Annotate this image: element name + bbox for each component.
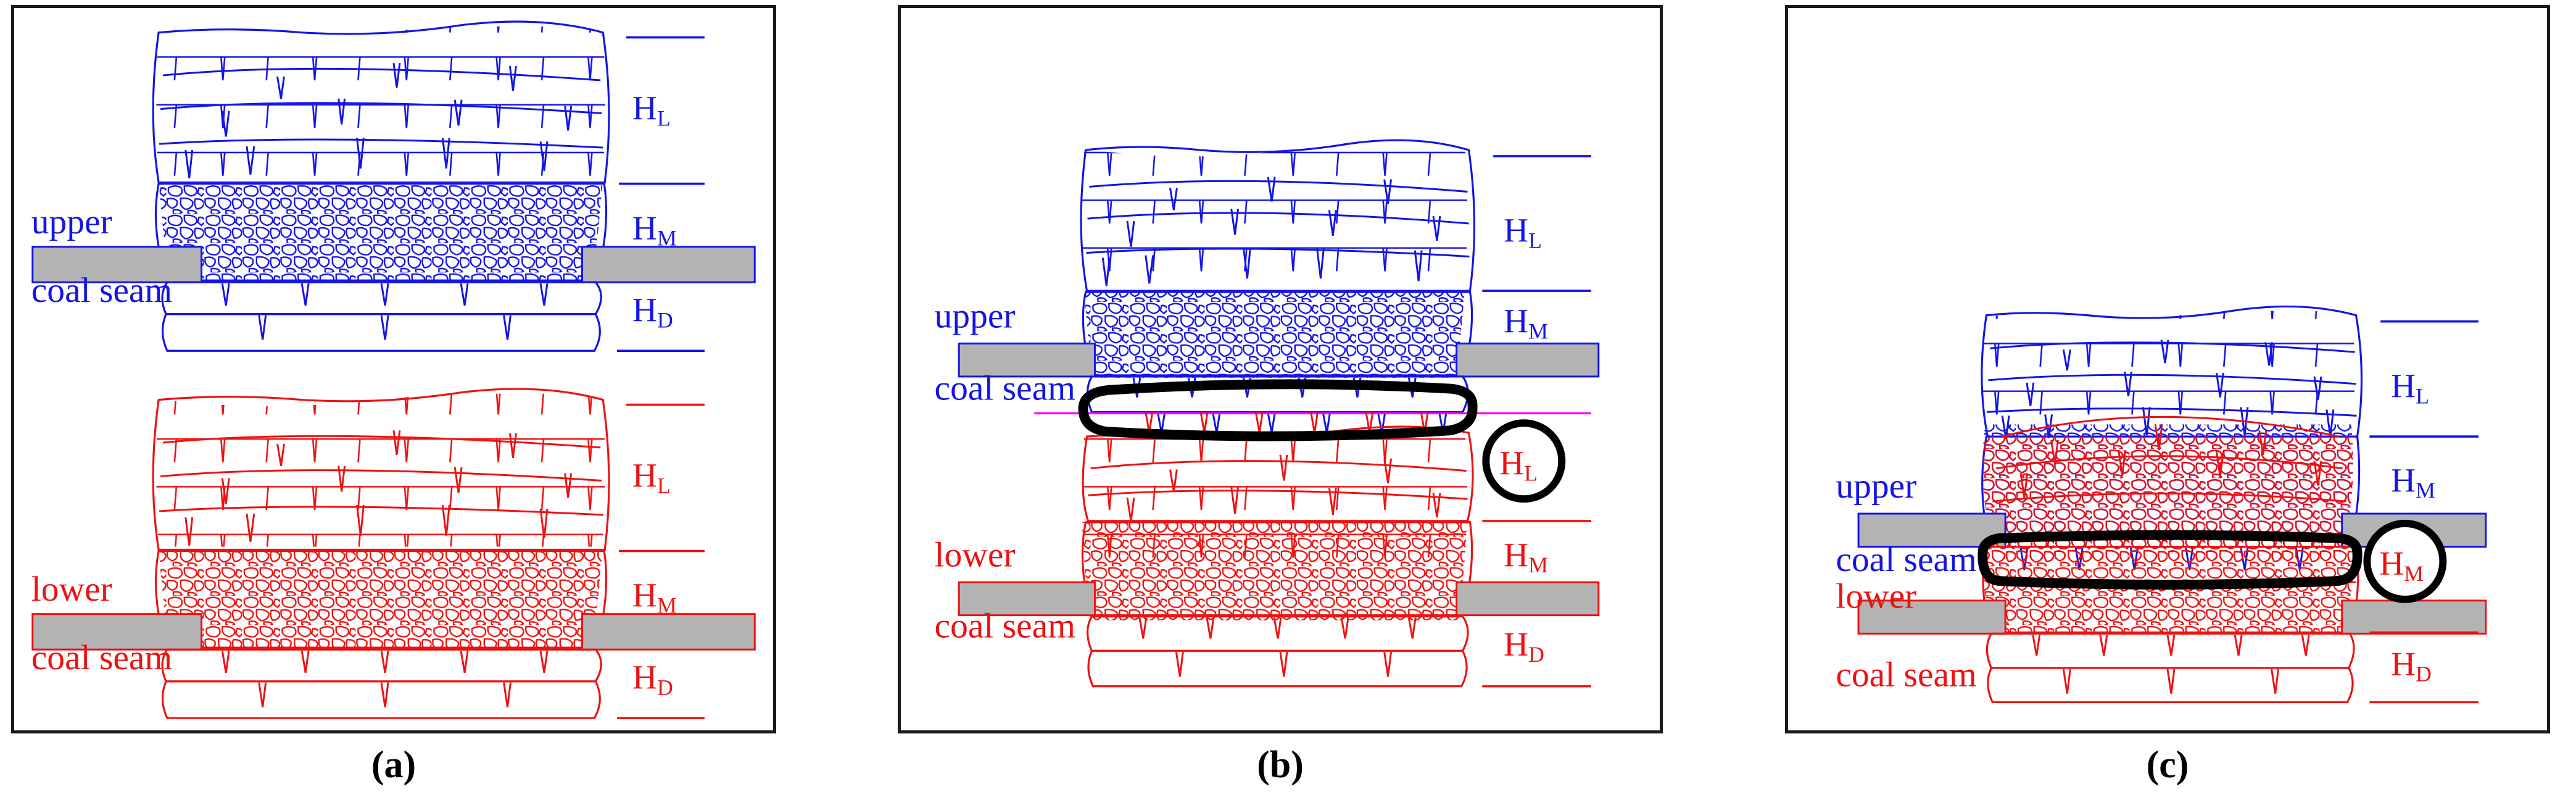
goaf-bar-left-b-upper [958, 342, 1096, 378]
goaf-bar-right-a-lower [581, 613, 756, 651]
highlight-callout-label-b: HL [1499, 445, 1538, 486]
upper-seam-strata-a [31, 20, 756, 352]
label-coal-seam-upper-a: coal seam [31, 271, 172, 310]
zone-rules-a-upper [617, 36, 705, 353]
label-coal-seam-upper-c: coal seam [1836, 540, 1976, 579]
label-coal-seam-lower-b: coal seam [935, 606, 1075, 645]
zone-label-hd-c-lower: HD [2391, 646, 2432, 687]
label-lower-a: lower [31, 570, 112, 609]
panel-b-drawing: upper coal seam lower coal seam HL HM HM… [935, 139, 1600, 688]
zone-label-hm-a-lower: HM [632, 577, 677, 618]
zone-rules-a-lower [617, 403, 705, 719]
label-upper-a: upper [31, 203, 112, 241]
panel-c-drawing: upper coal seam lower coal seam HL HM HD… [1836, 305, 2487, 704]
label-lower-b: lower [935, 535, 1016, 574]
goaf-bar-left-c-upper [1857, 512, 2007, 548]
highlight-callout-c: HM [2363, 519, 2447, 603]
goaf-bar-right-b-lower [1456, 581, 1600, 617]
panel-a-drawing: upper coal seam HL HM HD [31, 20, 756, 719]
zone-label-hl-c-upper: HL [2391, 368, 2429, 409]
zone-label-hd-b-lower: HD [1504, 626, 1544, 667]
highlight-outline-c [1978, 530, 2363, 590]
zone-label-hm-b-upper: HM [1504, 303, 1548, 344]
zone-label-hm-c-upper: HM [2391, 462, 2435, 503]
lower-seam-strata-a [31, 388, 756, 719]
label-lower-c: lower [1836, 577, 1916, 616]
caption-b: (b) [1257, 744, 1304, 786]
highlight-callout-b: HL [1482, 419, 1566, 503]
goaf-bar-right-b-upper [1456, 342, 1600, 378]
panel-a: upper coal seam HL HM HD [11, 5, 776, 733]
goaf-bar-left-a-upper [31, 246, 203, 283]
label-coal-seam-lower-a: coal seam [31, 638, 172, 677]
zone-rules-b-upper [1482, 155, 1591, 292]
zone-label-hl-b-upper: HL [1504, 212, 1542, 253]
highlight-outline-b [1078, 379, 1478, 441]
goaf-bar-right-a-upper [581, 246, 756, 283]
label-coal-seam-lower-c: coal seam [1836, 656, 1976, 695]
zone-label-hl-a-lower: HL [632, 457, 671, 498]
panel-c: upper coal seam lower coal seam HL HM HD… [1785, 5, 2550, 733]
zone-label-hm-b-lower: HM [1504, 537, 1548, 577]
goaf-bar-right-c-lower [2341, 599, 2487, 635]
zone-label-hd-a-upper: HD [632, 292, 673, 333]
goaf-bar-left-b-lower [958, 581, 1096, 617]
label-coal-seam-upper-b: coal seam [935, 369, 1075, 408]
goaf-bar-left-a-lower [31, 613, 203, 651]
caption-c: (c) [2146, 744, 2189, 786]
caption-a: (a) [371, 744, 416, 786]
zone-rules-c-lower [2369, 631, 2479, 704]
zone-label-hd-a-lower: HD [632, 659, 673, 700]
zone-rules-b-lower [1482, 520, 1591, 688]
highlight-callout-label-c: HM [2379, 545, 2424, 586]
zone-label-hm-a-upper: HM [632, 210, 677, 251]
label-upper-c: upper [1836, 467, 1916, 506]
lower-seam-strata-b [958, 412, 1600, 688]
upper-seam-strata-b [958, 139, 1600, 433]
label-upper-b: upper [935, 297, 1016, 336]
zone-rules-c-upper [2369, 320, 2479, 438]
panel-b: upper coal seam lower coal seam HL HM HM… [898, 5, 1663, 733]
goaf-bar-left-c-lower [1857, 599, 2007, 635]
zone-label-hl-a-upper: HL [632, 90, 671, 130]
